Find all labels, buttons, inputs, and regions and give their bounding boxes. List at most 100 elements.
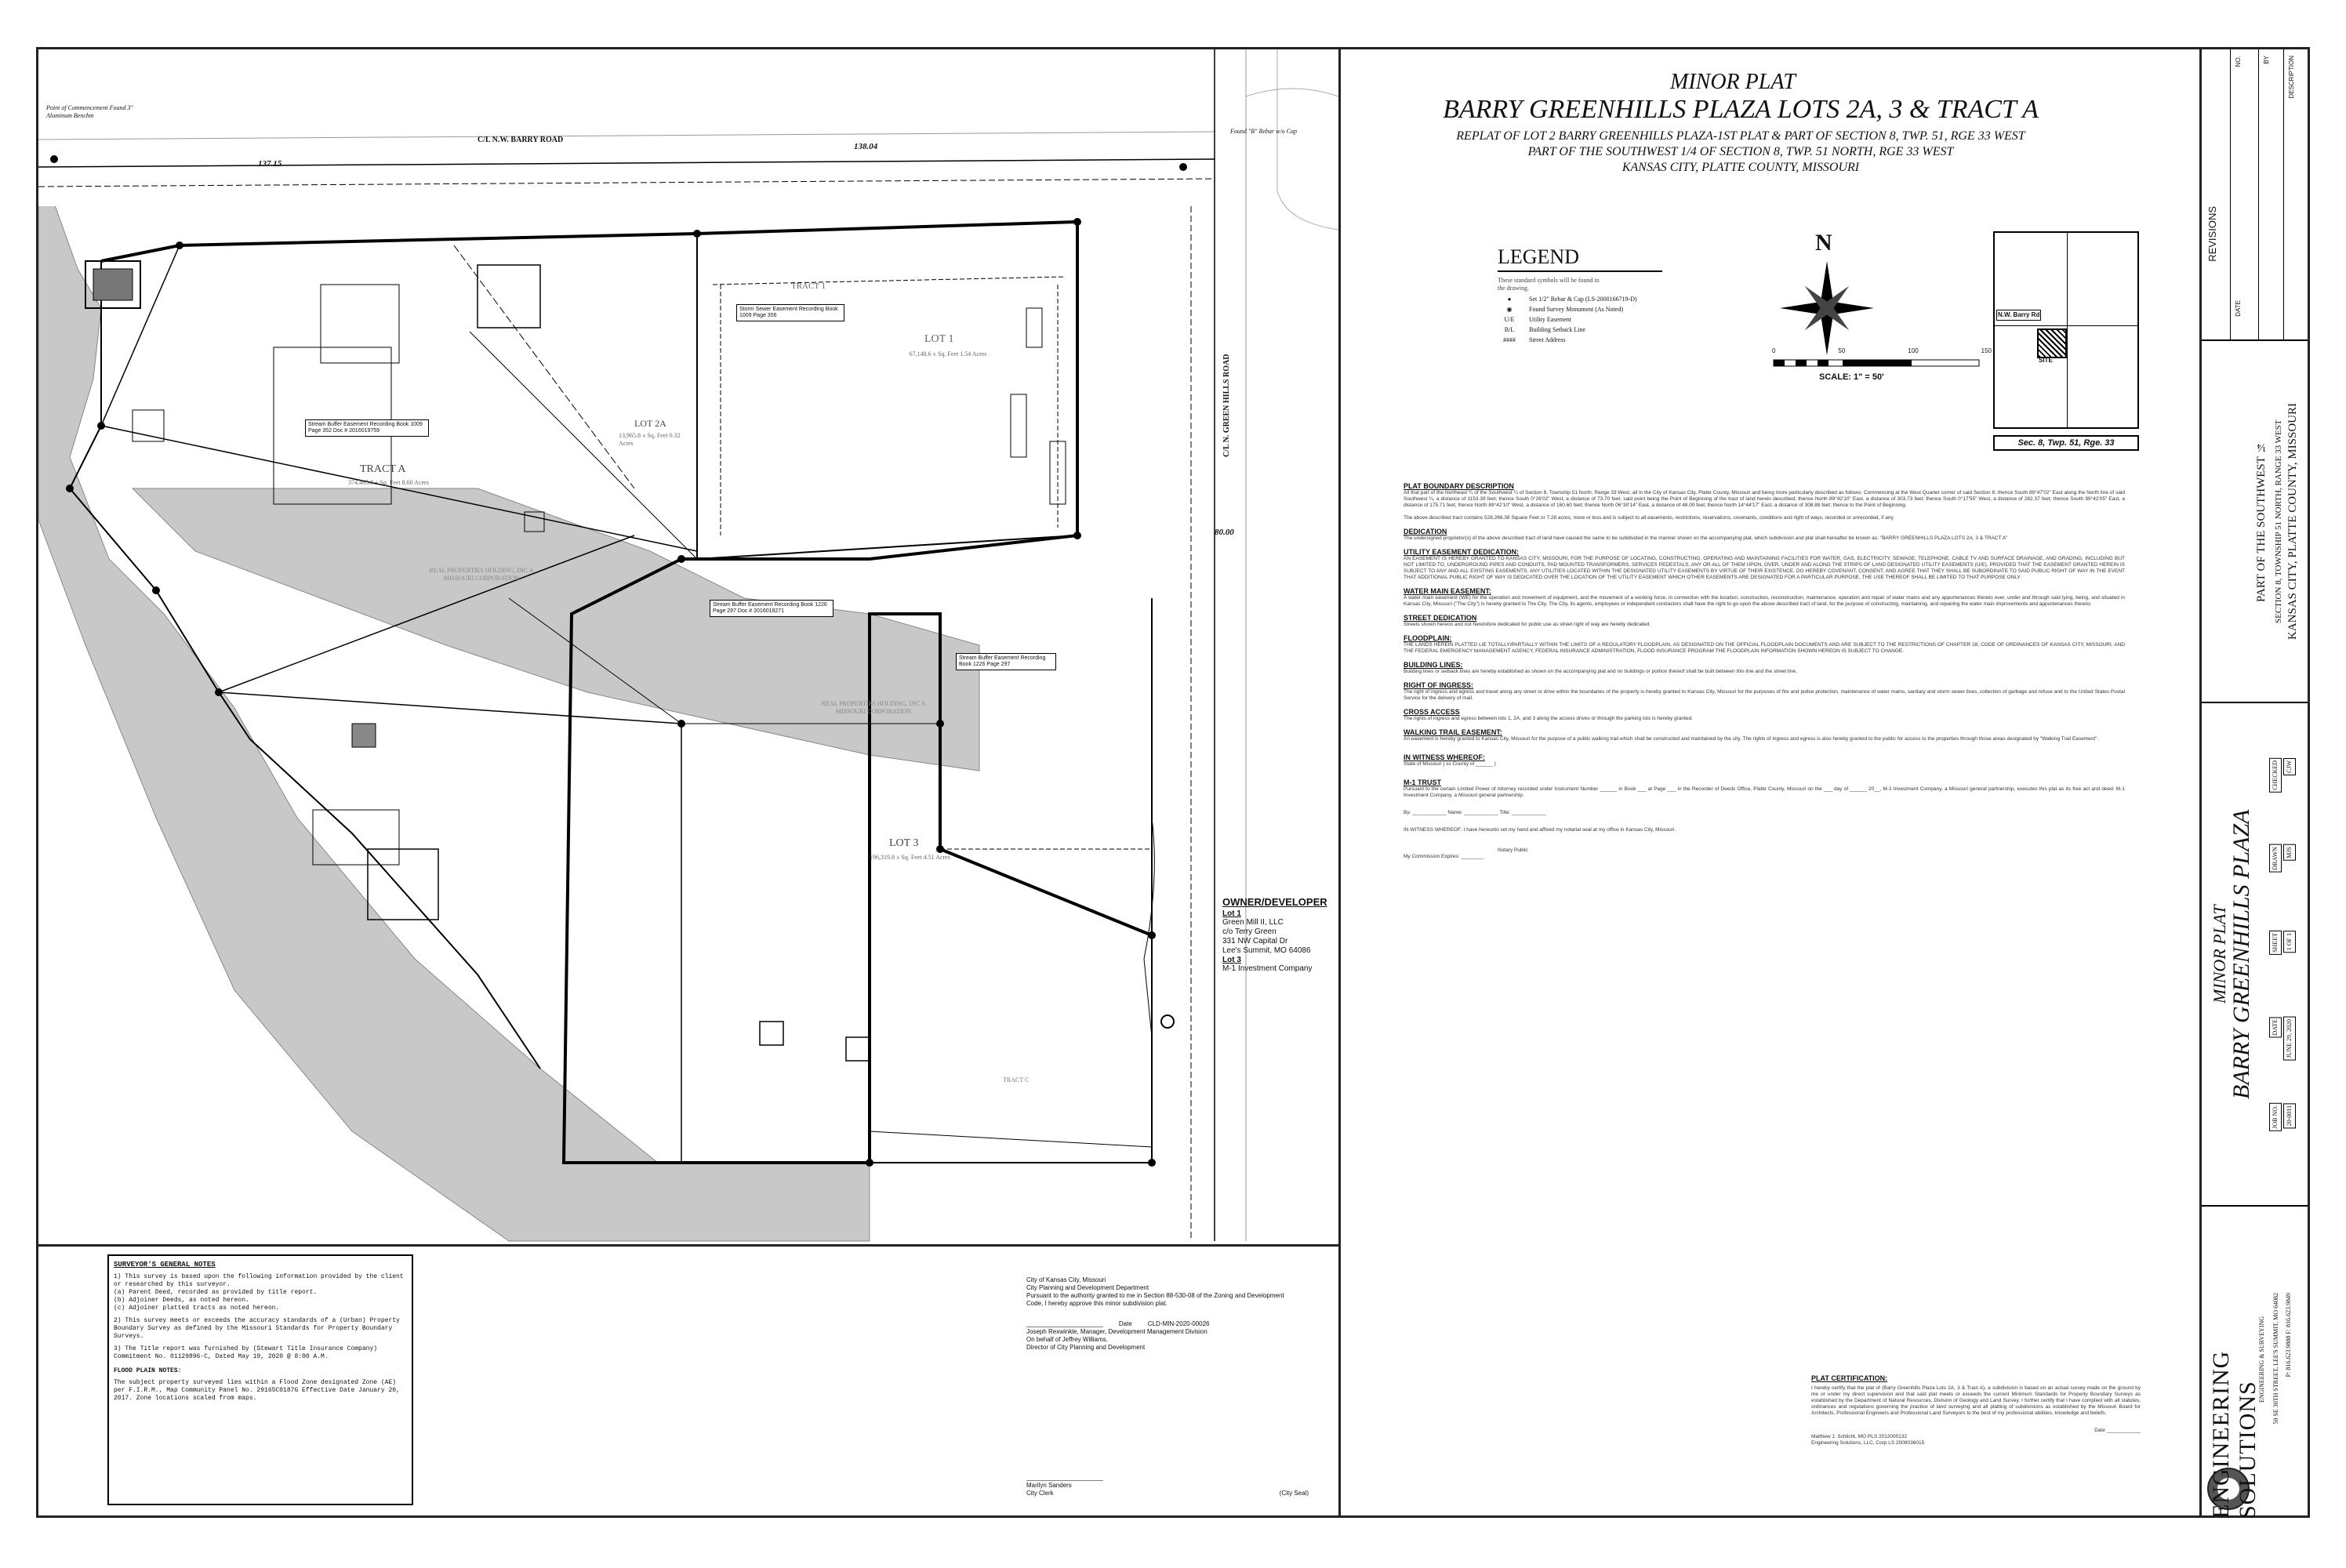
plat-drawing-frame: C/L N.W. BARRY ROAD C/L N. GREEN HILLS R… — [36, 47, 1341, 1247]
plat-subtitle-3: KANSAS CITY, PLATTE COUNTY, MISSOURI — [1622, 161, 1860, 174]
section-body: Pursuant to the certain Limited Power of… — [1404, 786, 2125, 798]
info-cell: CJW — [2283, 758, 2296, 775]
legend-text: Building Setback Line — [1529, 326, 1585, 333]
revision-col: DESCRIPTION — [2288, 56, 2295, 99]
owner-line: M-1 Investment Company — [1222, 964, 1313, 973]
owner-line: 331 NW Capital Dr — [1222, 937, 1288, 946]
scale-tick: 50 — [1838, 347, 1846, 354]
plat-heading: MINOR PLAT — [1670, 70, 1796, 94]
lot3-area: 196,319.8 ± Sq. Feet 4.51 Acres — [870, 854, 950, 861]
city-line: City of Kansas City, Missouri — [1026, 1276, 1106, 1283]
section-head: STREET DEDICATION — [1404, 614, 1477, 622]
tractc-label: TRACT C — [1003, 1076, 1030, 1083]
section-head: M-1 TRUST — [1404, 779, 1441, 786]
firm-block: ENGINEERING SOLUTIONS ENGINEERING & SURV… — [2202, 1207, 2308, 1519]
plat-certification: PLAT CERTIFICATION: I hereby certify tha… — [1811, 1374, 2141, 1446]
info-cell: CHECKED — [2269, 758, 2282, 793]
section-head: PLAT BOUNDARY DESCRIPTION — [1404, 482, 1514, 490]
project-label: BARRY GREENHILLS PLAZA — [2228, 809, 2254, 1099]
north-letter: N — [1815, 230, 1832, 256]
lot1-label: LOT 1 — [924, 333, 954, 345]
vicinity-section-label: Sec. 8, Twp. 51, Rge. 33 — [1993, 435, 2139, 451]
north-arrow-block: N 0 50 — [1772, 230, 1992, 387]
location-block: PART OF THE SOUTHWEST ¼ SECTION 8, TOWNS… — [2202, 341, 2308, 703]
legend-row: ●Set 1/2" Rebar & Cap (LS-2000166719-D) — [1498, 296, 1686, 303]
callout-box: Storm Sewer Easement Recording Book 1009… — [736, 304, 844, 321]
firm-name: ENGINEERING SOLUTIONS — [2208, 1350, 2261, 1519]
notes-frame: SURVEYOR'S GENERAL NOTES 1) This survey … — [36, 1247, 1341, 1518]
city-signer-2: On behalf of Jeffrey Williams, — [1026, 1336, 1108, 1343]
witness-text: IN WITNESS WHEREOF: I have hereunto set … — [1404, 827, 1676, 833]
dim-label-1: 137.15 — [258, 159, 282, 169]
scale-tick: 100 — [1908, 347, 1919, 354]
section-head: WALKING TRAIL EASEMENT: — [1404, 728, 1502, 736]
title-strip: REVISIONS NO. BY DESCRIPTION DATE PART O… — [2202, 47, 2310, 1519]
info-cell: 20-0011 — [2283, 1103, 2296, 1129]
section-body: AN EASEMENT IS HEREBY GRANTED TO KANSAS … — [1404, 556, 2125, 580]
tracta-label: TRACT A — [360, 463, 406, 475]
section-head: WATER MAIN EASEMENT: — [1404, 587, 1491, 595]
section-body: State of Missouri ) ss County of ______ … — [1404, 761, 1496, 767]
city-clerk-title: City Clerk — [1026, 1490, 1054, 1497]
legend-row: ####Street Address — [1498, 336, 1686, 343]
revisions-block: REVISIONS NO. BY DESCRIPTION DATE — [2202, 49, 2308, 341]
lot2a-label: LOT 2A — [634, 418, 666, 429]
info-cell: JOB NO. — [2269, 1103, 2282, 1131]
city-approval-block: City of Kansas City, Missouri City Plann… — [1026, 1276, 1371, 1352]
revisions-label: REVISIONS — [2206, 206, 2218, 262]
info-cell: 1 OF 1 — [2283, 931, 2296, 953]
callout-box: Stream Buffer Easement Recording Book 12… — [710, 600, 833, 617]
sheet-text-frame: MINOR PLAT BARRY GREENHILLS PLAZA LOTS 2… — [1341, 47, 2202, 1518]
section-body: All that part of the Northeast ¼ of the … — [1404, 490, 2125, 508]
info-cell: DATE — [2269, 1017, 2282, 1038]
info-cell: JUNE 29, 2020 — [2283, 1017, 2296, 1061]
city-seal: (City Seal) — [1279, 1490, 1309, 1497]
owner-lot3-head: Lot 3 — [1222, 956, 1241, 964]
location-label: KANSAS CITY, PLATTE COUNTY, MISSOURI — [2286, 403, 2299, 640]
lot2a-area: 13,965.8 ± Sq. Feet 0.32 Acres — [619, 432, 681, 447]
tracta-area: 374,465.8 ± Sq. Feet 8.60 Acres — [348, 479, 429, 486]
owner-lot1-head: Lot 1 — [1222, 909, 1241, 918]
vicinity-site-label: SITE — [2039, 357, 2053, 364]
legend-row: U/E Utility Easement — [1498, 316, 1686, 323]
city-case-number: CLD-MIN-2020-00026 — [1147, 1320, 1210, 1327]
dim-label-2: 138.04 — [854, 142, 878, 151]
city-line: Code, I hereby approve this minor subdiv… — [1026, 1300, 1168, 1307]
note-item: (a) Parent Deed, recorded as provided by… — [114, 1289, 318, 1296]
owner-developer-block: OWNER/DEVELOPER Lot 1 Green Mill II, LLC… — [1222, 896, 1340, 974]
commission-label: My Commission Expires: ________ — [1404, 854, 1484, 859]
section-head: FLOODPLAIN: — [1404, 634, 1452, 642]
plat-title: BARRY GREENHILLS PLAZA LOTS 2A, 3 & TRAC… — [1443, 95, 2039, 124]
legend-row: ◉Found Survey Monument (As Noted) — [1498, 306, 1686, 313]
section-body: THE LANDS HEREIN PLATTED LIE TOTALLY/PAR… — [1404, 642, 2125, 654]
note-item: 1) This survey is based upon the followi… — [114, 1273, 404, 1288]
city-signature-row: ______________________ Date CLD-MIN-2020… — [1026, 1320, 1210, 1327]
certification-body: I hereby certify that the plat of (Barry… — [1811, 1385, 2141, 1416]
north-arrow-icon — [1780, 261, 1874, 355]
notes-title: SURVEYOR'S GENERAL NOTES — [114, 1261, 216, 1269]
adjoiner-owner-2: REAL PROPERTIES HOLDING, INC A MISSOURI … — [821, 700, 926, 715]
plat-subtitle-1: REPLAT OF LOT 2 BARRY GREENHILLS PLAZA-1… — [1456, 129, 2025, 143]
plat-subtitle-2: PART OF THE SOUTHWEST 1/4 OF SECTION 8, … — [1527, 145, 1954, 158]
owner-line: Lee's Summit, MO 64086 — [1222, 946, 1311, 955]
part-of-label: PART OF THE SOUTHWEST ¼ — [2255, 441, 2268, 602]
legend-block: LEGEND These standard symbols will be fo… — [1498, 245, 1686, 347]
legend-text: Utility Easement — [1529, 316, 1571, 323]
legend-symbol: ◉ — [1506, 306, 1513, 313]
city-clerk-block: ______________________ Marilyn Sanders C… — [1026, 1474, 1371, 1497]
city-clerk-name: Marilyn Sanders — [1026, 1482, 1072, 1489]
legend-symbol: U/E — [1504, 316, 1515, 323]
flood-notes-title: FLOOD PLAIN NOTES: — [114, 1367, 182, 1374]
owner-line: Green Mill II, LLC — [1222, 918, 1284, 927]
city-date-label: Date — [1118, 1320, 1132, 1327]
section-body: An easement is hereby granted to Kansas … — [1404, 736, 2099, 742]
section-body: The undersigned proprietor(s) of the abo… — [1404, 535, 2008, 541]
legend-symbol: #### — [1503, 336, 1516, 343]
legend-title: LEGEND — [1498, 245, 1579, 268]
project-block: MINOR PLAT BARRY GREENHILLS PLAZA JOB NO… — [2202, 703, 2308, 1207]
section-head: IN WITNESS WHEREOF: — [1404, 753, 1485, 761]
firm-phone: P: 816.623.9888 F: 816.623.9849 — [2285, 1293, 2292, 1377]
callout-box: Stream Buffer Easement Recording Book 10… — [305, 419, 429, 437]
section-head: DEDICATION — [1404, 528, 1447, 535]
